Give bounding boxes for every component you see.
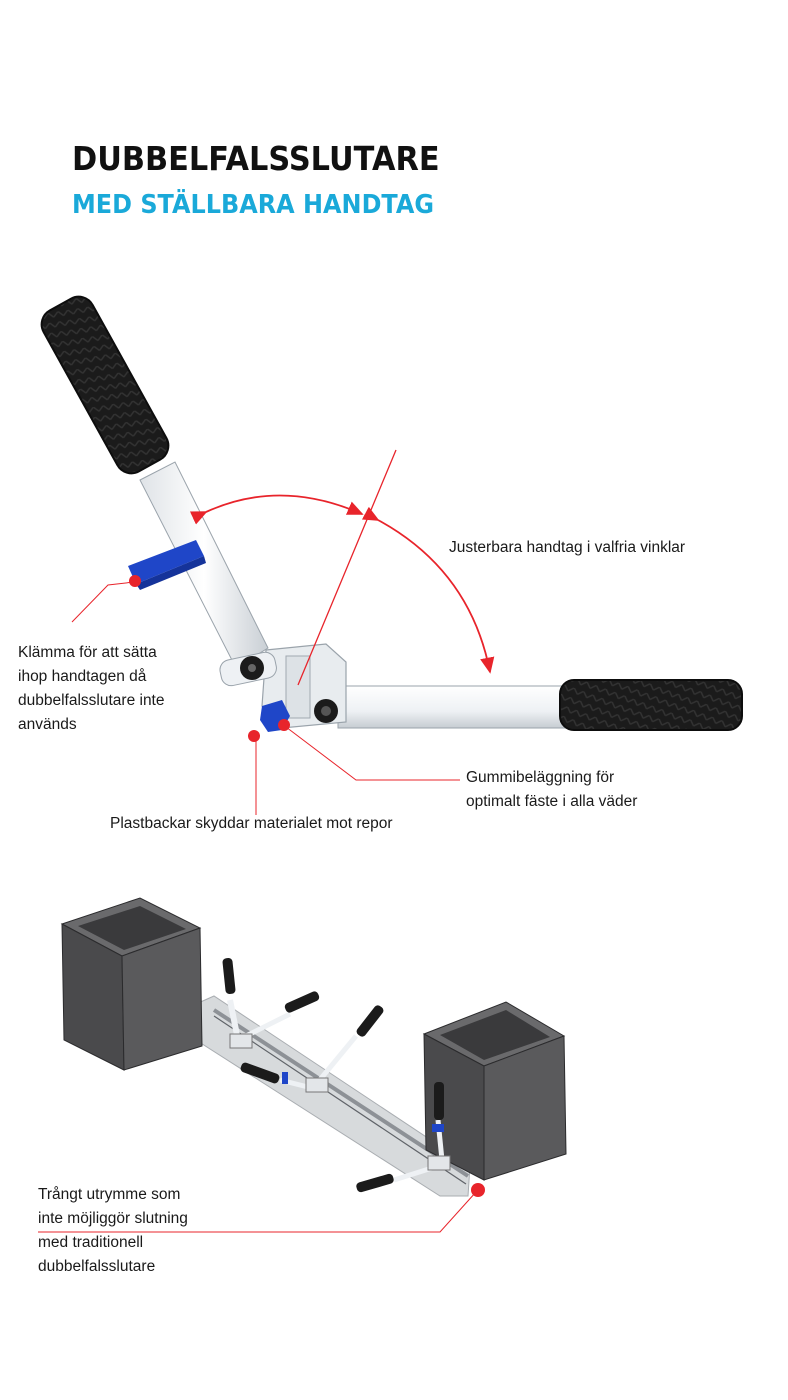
callout-dot-narrow [471,1183,485,1197]
callout-clamp-line: används [18,716,77,733]
callout-rubber-line: Gummibeläggning för [466,769,615,786]
callout-clamp-line: Klämma för att sätta [18,644,157,661]
tool-instance-1 [222,957,320,1049]
callout-lines [71,575,460,815]
callout-narrow-line: dubbelfalsslutare [38,1258,156,1275]
seaming-tool [40,295,743,732]
callout-adjustable: Justerbara handtag i valfria vinklar [449,539,686,556]
callout-plastic: Plastbackar skyddar materialet mot repor [110,815,393,832]
callout-narrow-line: med traditionell [38,1234,144,1251]
tool-instance-3 [356,1082,451,1193]
callout-rubber: Gummibeläggning för optimalt fäste i all… [466,766,637,814]
right-chimney-box [422,1001,567,1181]
angle-indicator [189,449,495,686]
callout-narrow-line: inte möjliggör slutning [38,1210,188,1227]
right-handle [337,679,743,731]
page-title: DUBBELFALSSLUTARE [72,139,440,178]
left-chimney-box [60,897,203,1071]
callout-clamp: Klämma för att sätta ihop handtagen då d… [18,641,165,737]
callout-clamp-line: dubbelfalsslutare inte [18,692,165,709]
handle-clamp [128,540,206,590]
callout-rubber-line: optimalt fäste i alla väder [466,793,638,810]
narrow-space-illustration [38,897,567,1233]
callout-clamp-line: ihop handtagen då [18,668,147,685]
left-handle [40,295,269,669]
callout-narrow-line: Trångt utrymme som [38,1186,181,1203]
callout-line-narrow [38,1191,477,1233]
callout-narrow: Trångt utrymme som inte möjliggör slutni… [38,1183,188,1279]
page-subtitle: MED STÄLLBARA HANDTAG [72,190,435,220]
tool-instance-2 [240,1005,384,1093]
